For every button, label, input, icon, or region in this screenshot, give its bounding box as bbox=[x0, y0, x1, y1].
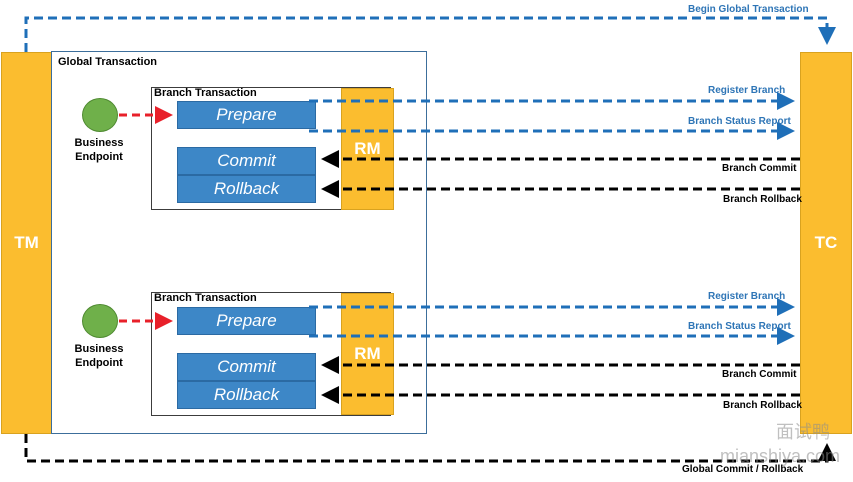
prepare-box: Prepare bbox=[177, 101, 316, 129]
tm-label: TM bbox=[14, 233, 39, 252]
branch-transaction-title: Branch Transaction bbox=[154, 87, 257, 99]
branch-commit-label: Branch Commit bbox=[722, 163, 797, 174]
branch-rollback-label: Branch Rollback bbox=[723, 194, 802, 205]
status-report-label: Branch Status Report bbox=[688, 116, 791, 127]
register-branch-label: Register Branch bbox=[708, 85, 786, 96]
tc-label: TC bbox=[814, 233, 838, 252]
watermark-en: mianshiya.com bbox=[720, 446, 841, 466]
branch-commit-label: Branch Commit bbox=[722, 369, 797, 380]
begin-global-transaction-arrow bbox=[24, 16, 836, 52]
commit-box: Commit bbox=[177, 147, 316, 175]
business-endpoint-icon bbox=[82, 98, 118, 132]
status-report-label: Branch Status Report bbox=[688, 321, 791, 332]
business-endpoint-label: Business Endpoint bbox=[74, 137, 124, 163]
global-commit-rollback-label: Global Commit / Rollback bbox=[682, 464, 804, 475]
commit-box: Commit bbox=[177, 353, 316, 381]
business-endpoint-label: Business Endpoint bbox=[74, 343, 124, 369]
rollback-box: Rollback bbox=[177, 175, 316, 203]
business-endpoint-icon bbox=[82, 304, 118, 338]
watermark-cn: 面试鸭 bbox=[776, 422, 830, 442]
register-branch-label: Register Branch bbox=[708, 291, 786, 302]
begin-global-transaction-label: Begin Global Transaction bbox=[688, 4, 809, 15]
rollback-box: Rollback bbox=[177, 381, 316, 409]
tm-box: TM bbox=[1, 52, 52, 434]
global-transaction-frame bbox=[51, 51, 427, 434]
tc-box: TC bbox=[800, 52, 852, 434]
prepare-box: Prepare bbox=[177, 307, 316, 335]
branch-transaction-title: Branch Transaction bbox=[154, 292, 257, 304]
branch-rollback-label: Branch Rollback bbox=[723, 400, 802, 411]
global-commit-rollback-arrow bbox=[24, 434, 836, 463]
global-transaction-label: Global Transaction bbox=[58, 56, 158, 68]
